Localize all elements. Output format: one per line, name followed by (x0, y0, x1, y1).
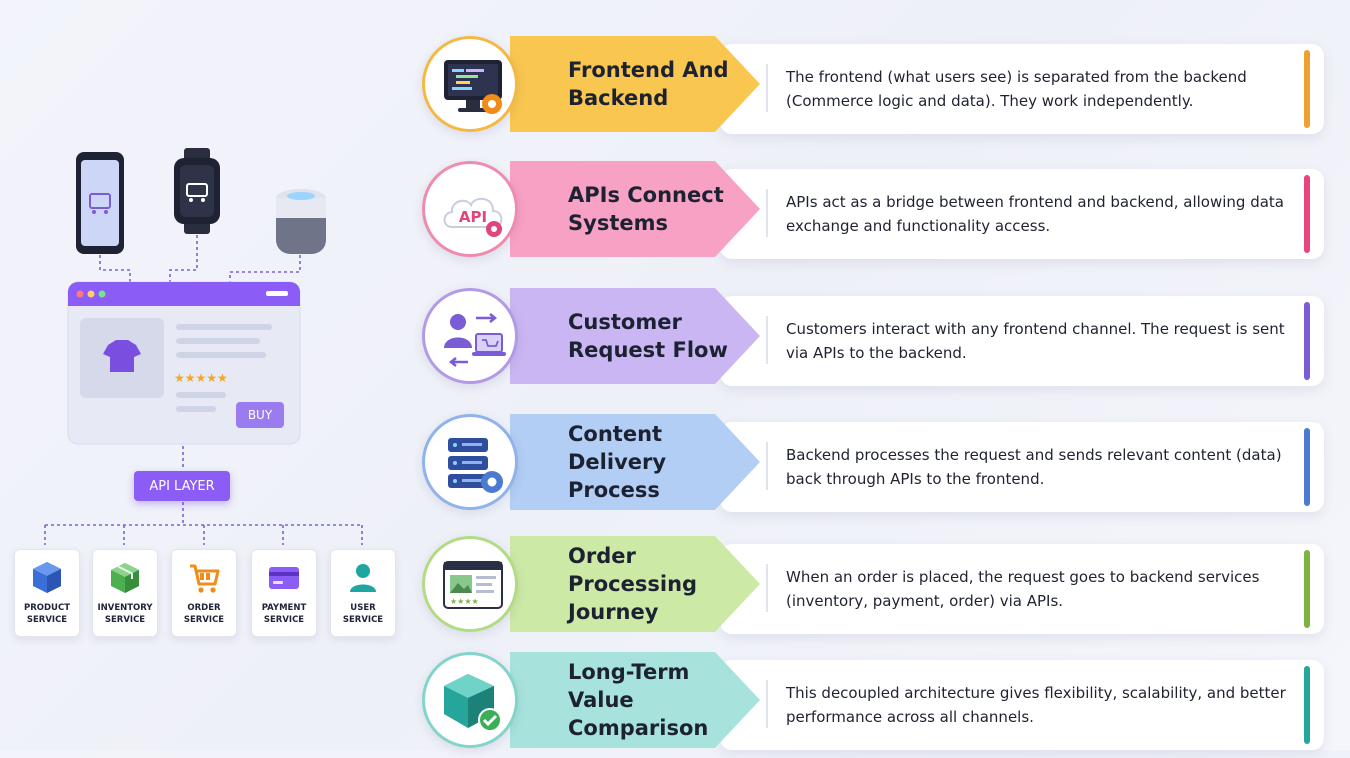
step-title: Order Processing Journey (568, 544, 698, 624)
separator (766, 64, 768, 112)
service-card-product: PRODUCT SERVICE (14, 549, 80, 637)
step-arrow (510, 536, 760, 632)
step-frontend-backend: The frontend (what users see) is separat… (420, 36, 1328, 142)
smartwatch-icon (174, 148, 220, 234)
separator (766, 316, 768, 364)
accent-bar (1304, 550, 1310, 628)
accent-bar (1304, 175, 1310, 253)
customer-request-icon (444, 313, 506, 367)
separator (766, 564, 768, 612)
step-description-card: APIs act as a bridge between frontend an… (720, 169, 1324, 259)
step-description: APIs act as a bridge between frontend an… (786, 193, 1284, 235)
step-icon-circle (422, 288, 518, 384)
step-description: This decoupled architecture gives flexib… (786, 684, 1286, 726)
step-description: The frontend (what users see) is separat… (786, 68, 1247, 110)
box-icon (111, 563, 139, 593)
rating-stars: ★★★★★ (174, 371, 228, 385)
accent-bar (1304, 302, 1310, 380)
step-icon-circle: ★★★★ (422, 536, 518, 632)
smartphone-icon (76, 152, 124, 254)
separator (766, 680, 768, 728)
service-label: PAYMENT SERVICE (261, 603, 307, 625)
separator (766, 442, 768, 490)
step-customer-request: Customers interact with any frontend cha… (420, 288, 1328, 394)
monitor-code-icon (444, 60, 502, 114)
step-description: When an order is placed, the request goe… (786, 568, 1260, 610)
api-layer-badge: API LAYER (134, 471, 230, 501)
step-icon-circle (422, 414, 518, 510)
accent-bar (1304, 666, 1310, 744)
step-title: Frontend And Backend (568, 58, 729, 110)
step-icon-circle: API (422, 161, 518, 257)
step-description-card: This decoupled architecture gives flexib… (720, 660, 1324, 750)
cart-icon (190, 564, 220, 593)
step-description-card: The frontend (what users see) is separat… (720, 44, 1324, 134)
svg-text:★★★★: ★★★★ (450, 597, 479, 606)
step-title: APIs Connect Systems (568, 183, 724, 235)
service-label: USER SERVICE (342, 603, 384, 625)
step-arrow (510, 36, 760, 132)
accent-bar (1304, 428, 1310, 506)
smart-speaker-icon (276, 189, 326, 254)
cube-icon (33, 562, 61, 593)
architecture-illustration: ★★★★★ BUY API LAYER PRODUCT SERVICE (0, 0, 420, 750)
step-order-processing: When an order is placed, the request goe… (420, 536, 1328, 642)
step-arrow (510, 161, 760, 257)
package-check-icon (444, 674, 502, 732)
step-description: Backend processes the request and sends … (786, 446, 1282, 488)
card-icon (269, 567, 299, 589)
service-card-order: ORDER SERVICE (171, 549, 237, 637)
order-window-icon: ★★★★ (443, 561, 503, 609)
step-arrow (510, 414, 760, 510)
step-title: Long-Term Value Comparison (568, 660, 709, 740)
step-icon-circle (422, 652, 518, 748)
step-title: Content Delivery Process (568, 422, 667, 502)
user-icon (350, 564, 376, 592)
step-long-term-value: This decoupled architecture gives flexib… (420, 652, 1328, 758)
service-label: INVENTORY SERVICE (97, 603, 153, 625)
step-title: Customer Request Flow (568, 310, 728, 362)
step-apis-connect: APIs act as a bridge between frontend an… (420, 161, 1328, 267)
step-description-card: Customers interact with any frontend cha… (720, 296, 1324, 386)
step-arrow (510, 288, 760, 384)
service-label: PRODUCT SERVICE (24, 603, 70, 625)
accent-bar (1304, 50, 1310, 128)
step-description-card: When an order is placed, the request goe… (720, 544, 1324, 634)
step-arrow (510, 652, 760, 748)
service-card-user: USER SERVICE (330, 549, 396, 637)
server-gear-icon (448, 438, 503, 493)
illustration-art: ★★★★★ (44, 148, 363, 545)
service-card-inventory: INVENTORY SERVICE (92, 549, 158, 637)
svg-text:★★★★★: ★★★★★ (174, 371, 228, 385)
device-connectors (44, 235, 363, 545)
api-cloud-text: API (459, 208, 487, 226)
buy-button[interactable]: BUY (236, 402, 284, 428)
service-label: ORDER SERVICE (183, 603, 225, 625)
service-card-payment: PAYMENT SERVICE (251, 549, 317, 637)
step-content-delivery: Backend processes the request and sends … (420, 414, 1328, 520)
step-description-card: Backend processes the request and sends … (720, 422, 1324, 512)
step-icon-circle (422, 36, 518, 132)
separator (766, 189, 768, 237)
step-description: Customers interact with any frontend cha… (786, 320, 1285, 362)
api-cloud-icon: API (443, 197, 503, 237)
